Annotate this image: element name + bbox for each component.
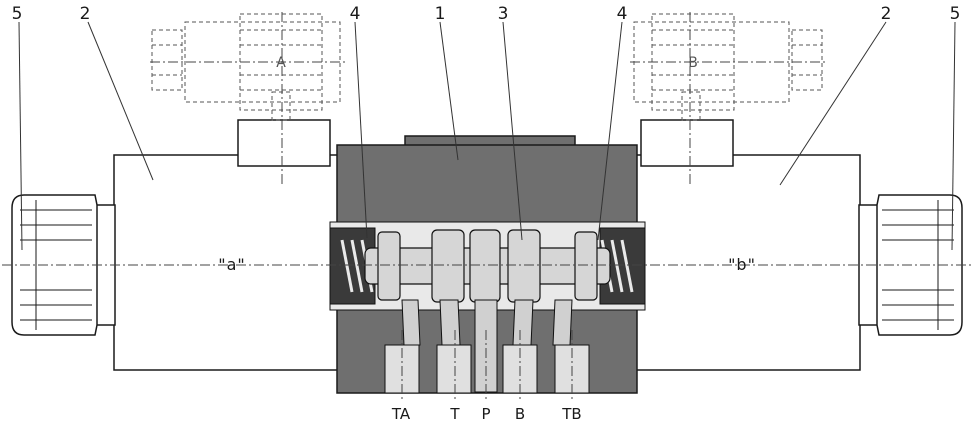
- right-solenoid: [630, 12, 963, 371]
- coil-a-label: A: [276, 55, 286, 71]
- port-tb-label: TB: [561, 405, 581, 423]
- port-p-label: P: [481, 405, 490, 423]
- callout-2-right: 2: [881, 4, 892, 24]
- left-manual-override-knob: [11, 194, 98, 336]
- spool-land-5: [574, 231, 598, 301]
- spool-land-2: [431, 229, 465, 303]
- callout-4-left: 4: [350, 4, 361, 24]
- solenoid-b-label: "b": [728, 255, 756, 274]
- coil-b-label: B: [688, 55, 698, 71]
- callout-3: 3: [498, 4, 509, 24]
- port-ta-label: TA: [391, 405, 411, 423]
- leader-lines: [18, 21, 956, 251]
- callout-5-right: 5: [950, 4, 961, 24]
- callout-5-left: 5: [12, 4, 23, 24]
- callout-4-right: 4: [617, 4, 628, 24]
- spool-land-1: [377, 231, 401, 301]
- right-manual-override-knob: [876, 194, 963, 336]
- callout-2-left: 2: [80, 4, 91, 24]
- left-connector: [237, 119, 331, 167]
- port-t-label: T: [449, 405, 460, 423]
- left-solenoid: [11, 12, 345, 371]
- right-connector: [640, 119, 734, 167]
- left-solenoid-housing: [113, 154, 341, 371]
- valve-body: [329, 135, 646, 394]
- spool-land-4: [507, 229, 541, 303]
- spool-land-3: [469, 229, 501, 303]
- port-b-label: B: [515, 405, 525, 423]
- solenoid-a-label: "a": [218, 255, 246, 274]
- right-solenoid-housing: [633, 154, 861, 371]
- callout-1: 1: [435, 4, 446, 24]
